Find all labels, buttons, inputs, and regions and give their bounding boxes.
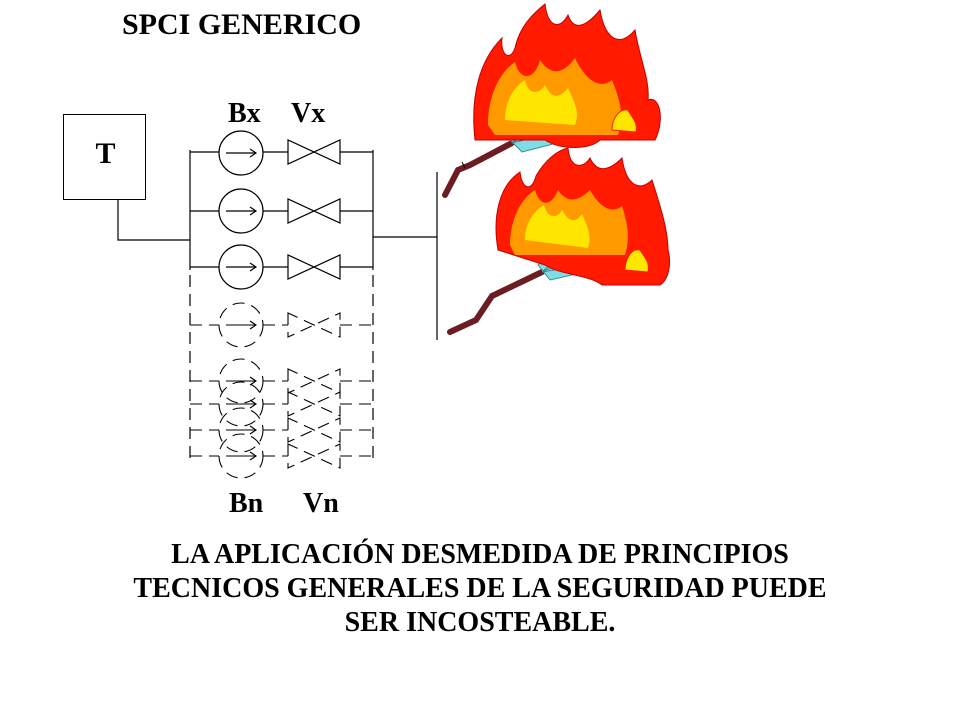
tank-box: T [63, 114, 146, 200]
valve-label-last: Vn [303, 488, 339, 519]
optional-pump-arrows [226, 320, 257, 461]
optional-pump-valve-branches [190, 302, 373, 479]
diagram-title: SPCI GENERICO [122, 8, 362, 41]
flames-2 [495, 147, 671, 286]
pump-label-last: Bn [229, 488, 264, 519]
caption-line-3: SER INCOSTEABLE. [344, 607, 616, 638]
pump-valve-branch-1 [190, 130, 373, 176]
flames-1 [473, 3, 661, 148]
pump-valve-branch-2 [190, 188, 373, 234]
caption: LA APLICACIÓN DESMEDIDA DE PRINCIPIOS TE… [40, 538, 920, 640]
caption-line-1: LA APLICACIÓN DESMEDIDA DE PRINCIPIOS [171, 539, 789, 570]
dashed-headers [189, 275, 374, 458]
caption-line-2: TECNICOS GENERALES DE LA SEGURIDAD PUEDE [133, 573, 827, 604]
tank-label: T [95, 137, 116, 170]
valve-label-first: Vx [291, 98, 326, 129]
pump-label-first: Bx [228, 98, 261, 129]
pump-valve-branch-3 [190, 244, 373, 290]
tank-outlet-pipe [117, 200, 190, 241]
